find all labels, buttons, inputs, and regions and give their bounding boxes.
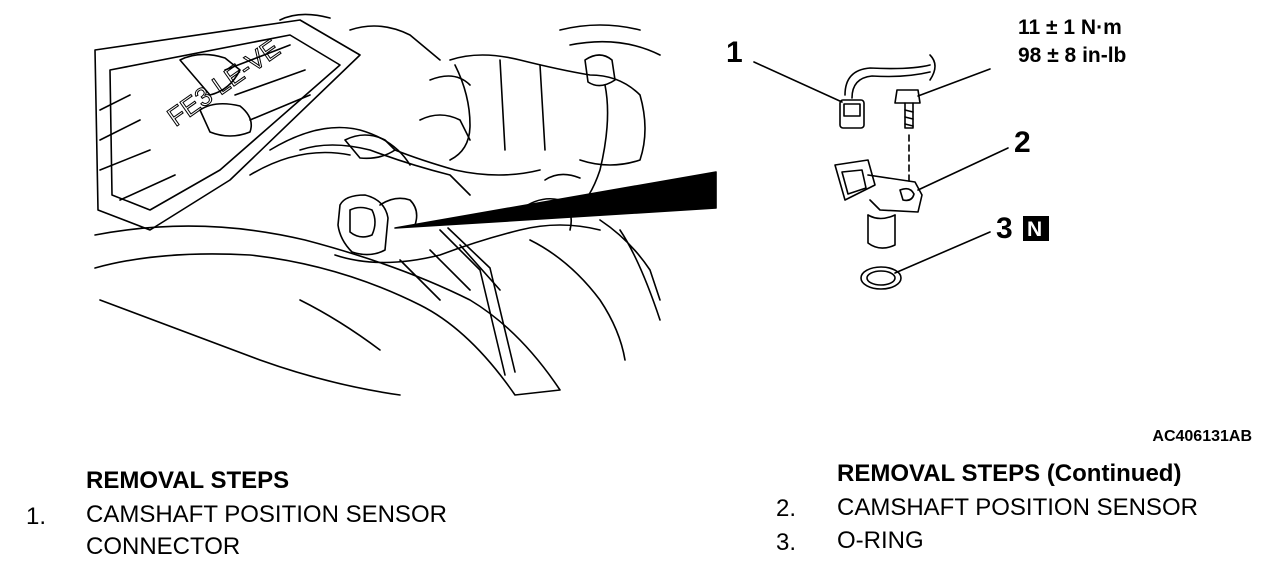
exploded-view	[753, 54, 1009, 290]
torque-spec: 11 ± 1 N·m 98 ± 8 in-lb	[1018, 14, 1126, 70]
torque-metric: 11 ± 1 N·m	[1018, 16, 1122, 39]
step-1-line1: CAMSHAFT POSITION SENSOR	[86, 501, 447, 528]
callout-2: 2	[1014, 126, 1031, 159]
new-part-badge: N	[1027, 218, 1042, 241]
removal-illustration: FE3 LE-VE 1 2 3 N	[94, 13, 1049, 396]
callout-1: 1	[726, 36, 743, 69]
new-part-badge-box	[1023, 216, 1049, 241]
step-2-number: 2.	[776, 495, 797, 522]
removal-steps-heading: REMOVAL STEPS	[86, 467, 290, 494]
figure-id: AC406131AB	[1152, 428, 1252, 445]
step-3-number: 3.	[776, 529, 797, 556]
callout-3: 3	[996, 212, 1013, 245]
step-1-text: CAMSHAFT POSITION SENSOR CONNECTOR	[86, 499, 447, 563]
step-2-text: CAMSHAFT POSITION SENSOR	[837, 494, 1198, 521]
step-1-line2: CONNECTOR	[86, 533, 241, 560]
step-3-text: O-RING	[837, 527, 924, 554]
step-1-number: 1.	[26, 503, 47, 530]
zoom-wedge	[394, 171, 717, 229]
torque-imperial: 98 ± 8 in-lb	[1018, 44, 1127, 67]
engine-bay-drawing	[94, 13, 661, 396]
removal-steps-continued-heading: REMOVAL STEPS (Continued)	[837, 460, 1182, 487]
